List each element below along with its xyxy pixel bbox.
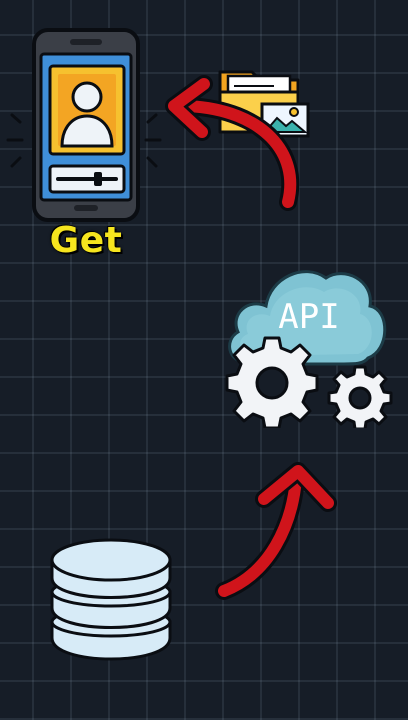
gear-small-icon: [327, 365, 393, 431]
database-icon: [46, 526, 176, 666]
api-label: API: [278, 297, 339, 337]
curved-arrow-top: [160, 70, 310, 220]
folder-images-icon: [214, 66, 314, 142]
smartphone-icon: [0, 20, 172, 230]
gear-large-icon: [225, 336, 319, 430]
cloud-api-icon: API: [224, 258, 394, 431]
curved-arrow-bottom: [210, 455, 350, 605]
get-label: Get: [49, 220, 123, 261]
